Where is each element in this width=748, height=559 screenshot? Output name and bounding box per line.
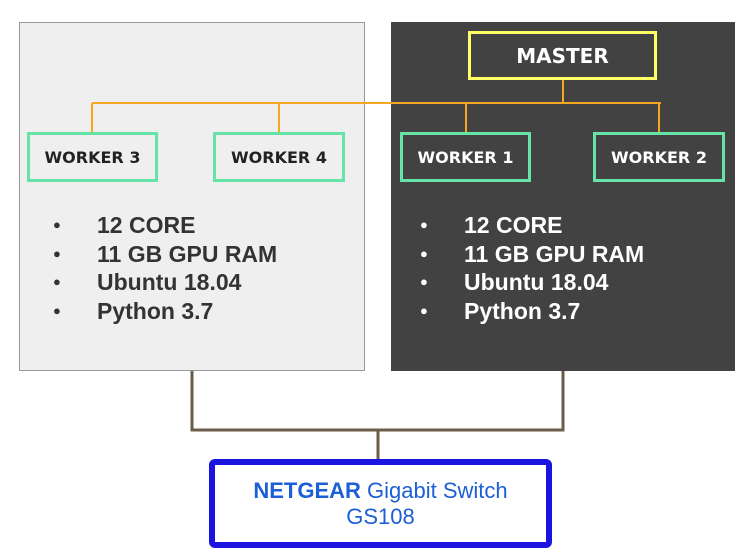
spec-item: Ubuntu 18.04 [420,268,644,297]
worker-3-node: WORKER 3 [27,132,158,182]
ethernet-cable [190,371,565,432]
worker-4-label: WORKER 4 [231,147,327,167]
master-label: MASTER [516,43,609,68]
switch-title-line: NETGEAR Gigabit Switch [253,478,507,504]
spec-item: 12 CORE [53,211,277,240]
worker-1-label: WORKER 1 [417,147,514,167]
spec-item: 11 GB GPU RAM [53,240,277,269]
switch-brand: NETGEAR [253,477,361,503]
spec-item: Ubuntu 18.04 [53,268,277,297]
switch-name: Gigabit Switch [367,477,508,503]
worker-2-node: WORKER 2 [593,132,725,182]
ethernet-lines [190,371,565,459]
spec-item: Python 3.7 [420,297,644,326]
worker-3-label: WORKER 3 [44,147,141,167]
spec-item: 12 CORE [420,211,644,240]
worker-4-node: WORKER 4 [213,132,345,182]
switch-model: GS108 [346,503,415,529]
spec-item: 11 GB GPU RAM [420,240,644,269]
worker-2-label: WORKER 2 [611,147,707,167]
orange-bus-lines [91,80,661,132]
spec-item: Python 3.7 [53,297,277,326]
worker-1-node: WORKER 1 [400,132,531,182]
network-switch: NETGEAR Gigabit Switch GS108 [209,459,552,548]
specs-list-right: 12 CORE 11 GB GPU RAM Ubuntu 18.04 Pytho… [420,211,644,325]
master-node: MASTER [468,31,657,80]
specs-list-left: 12 CORE 11 GB GPU RAM Ubuntu 18.04 Pytho… [53,211,277,325]
